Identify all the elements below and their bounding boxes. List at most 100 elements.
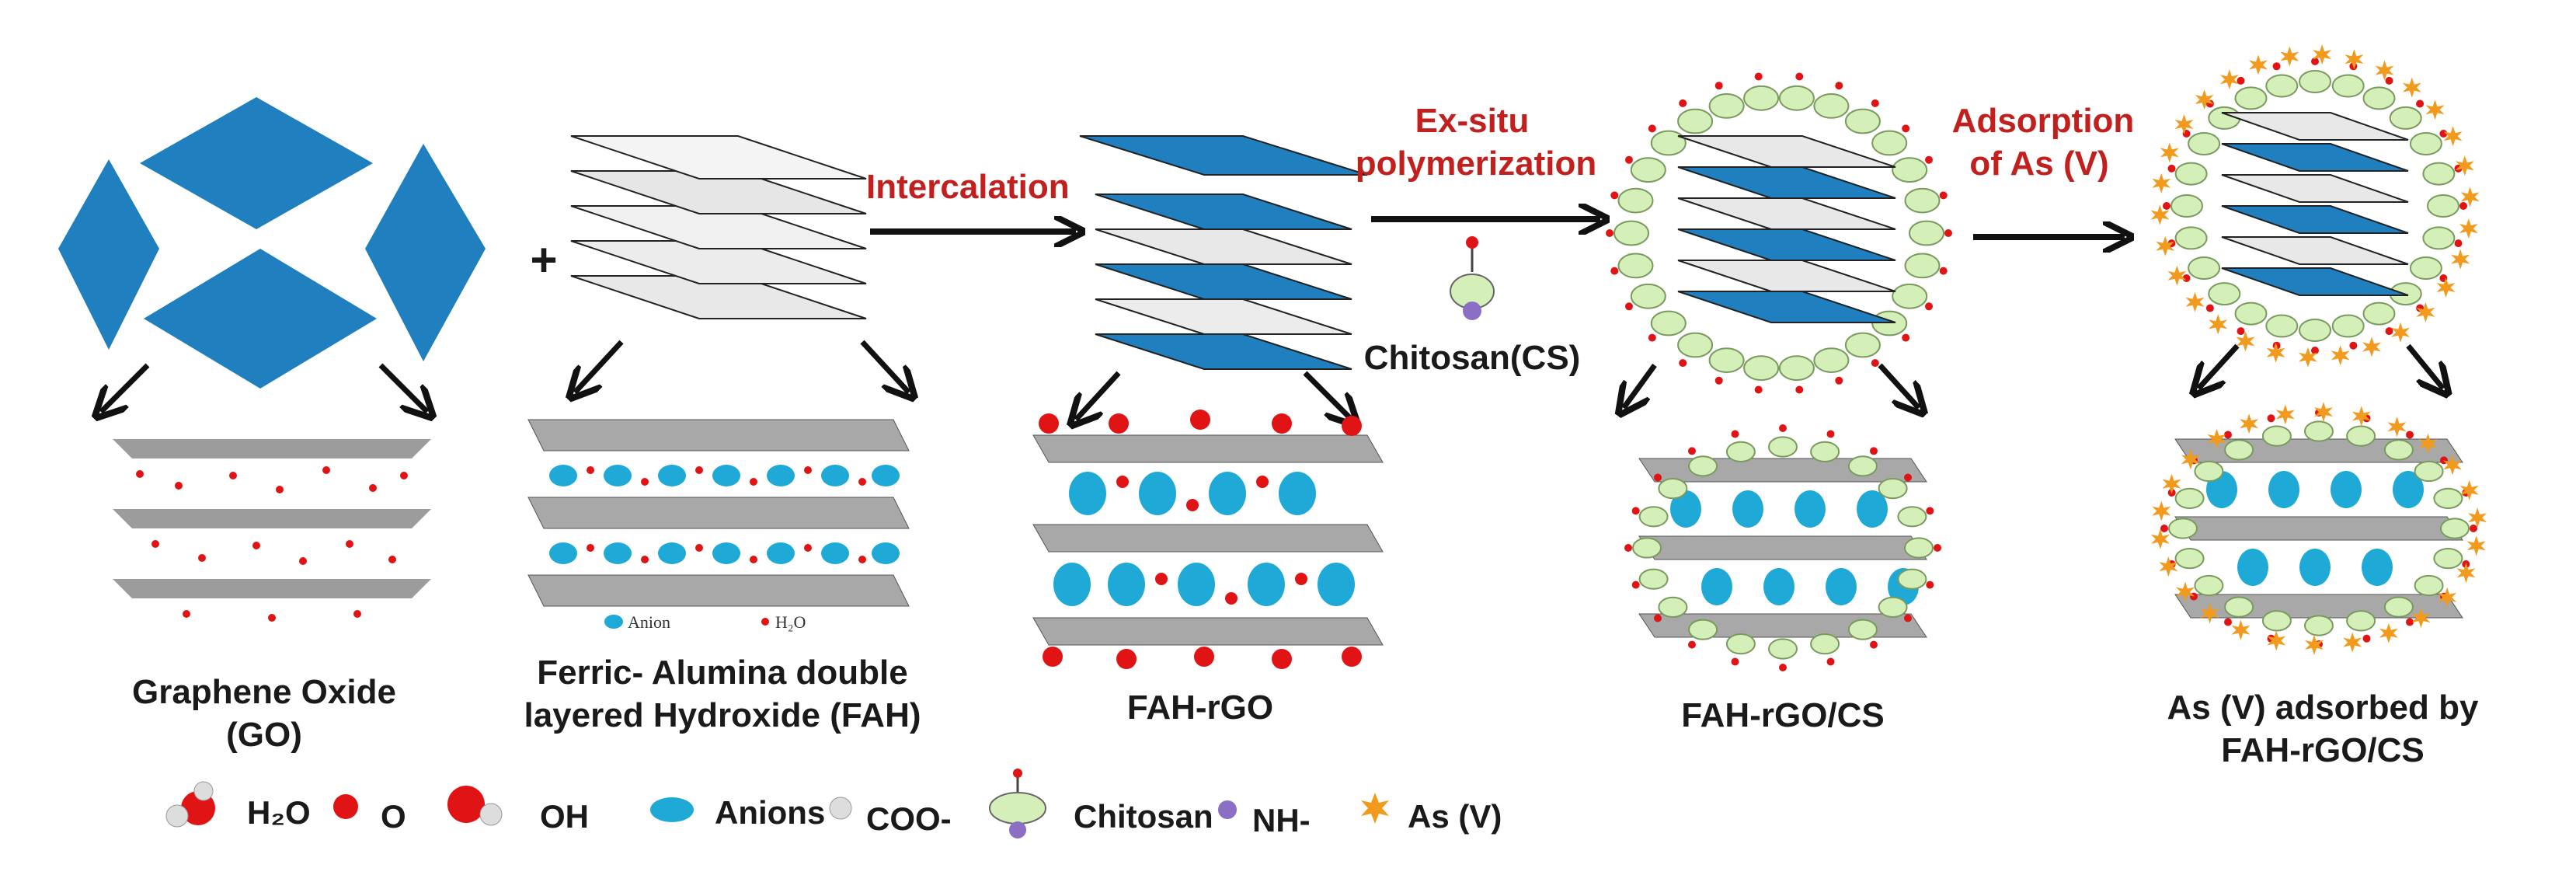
legend-h2o-label: H₂O bbox=[247, 794, 311, 831]
chitosan-bead-icon bbox=[2261, 425, 2292, 447]
arsenate-star-icon bbox=[2176, 581, 2195, 602]
arsenate-star-icon bbox=[2468, 507, 2487, 528]
arsenate-star-icon bbox=[2411, 608, 2431, 629]
fah-arrow-left-icon bbox=[575, 340, 624, 392]
caption-fah-line2: layered Hydroxide (FAH) bbox=[524, 696, 921, 734]
chitosan-bead-icon bbox=[1743, 85, 1780, 111]
chitosan-bead-icon bbox=[1844, 108, 1881, 134]
oxygen-dot-icon bbox=[2267, 414, 2275, 423]
chitosan-bead-icon bbox=[1632, 537, 1662, 559]
oxygen-dot-icon bbox=[1902, 333, 1910, 342]
chitosan-bead-icon bbox=[2414, 574, 2444, 597]
chitosan-bead-icon bbox=[1778, 355, 1815, 382]
oxygen-dot-icon bbox=[1925, 302, 1933, 311]
oxygen-dot-icon bbox=[1688, 640, 1696, 649]
as-adsorbed-layered-structure-icon bbox=[2150, 402, 2487, 655]
chitosan-bead-icon bbox=[1878, 596, 1908, 619]
oxygen-dot-icon bbox=[1625, 302, 1633, 311]
oxygen-dot-icon bbox=[2470, 525, 2477, 532]
go-arrow-left-icon bbox=[101, 363, 150, 412]
oxygen-dot-icon bbox=[2160, 525, 2168, 532]
arsenate-star-icon bbox=[2162, 473, 2181, 494]
chitosan-bead-icon bbox=[1688, 455, 1718, 477]
chitosan-bead-icon bbox=[1768, 638, 1798, 660]
fah-rgo-arrow-left-icon bbox=[1076, 371, 1121, 420]
fah-rgo-arrow-right-icon bbox=[1303, 371, 1352, 420]
arsenate-star-icon bbox=[2280, 46, 2299, 67]
chitosan-bead-icon bbox=[1892, 283, 1928, 309]
chitosan-bead-icon bbox=[2234, 86, 2268, 110]
oxygen-dot-icon bbox=[2459, 202, 2467, 210]
oxygen-dot-icon bbox=[1826, 430, 1835, 438]
chitosan-bead-icon bbox=[1904, 253, 1941, 279]
chitosan-bead-icon bbox=[2224, 439, 2254, 461]
arsenate-star-icon bbox=[2249, 54, 2268, 75]
oxygen-dot-icon bbox=[1648, 333, 1656, 342]
chitosan-bead-icon bbox=[2265, 314, 2299, 338]
legend-anion-icon bbox=[650, 797, 694, 822]
arsenate-star-icon bbox=[2362, 336, 2381, 357]
legend-nh-label: NH- bbox=[1252, 802, 1311, 838]
oxygen-dot-icon bbox=[1610, 191, 1619, 200]
arsenate-star-icon bbox=[2236, 331, 2255, 352]
arsenate-star-icon bbox=[2200, 603, 2219, 624]
oxygen-dot-icon bbox=[1902, 124, 1910, 133]
oxygen-dot-icon bbox=[1714, 82, 1723, 90]
legend-oh-icon bbox=[447, 786, 503, 826]
chitosan-bead-icon bbox=[1617, 253, 1654, 279]
step-adsorption-line1: Adsorption bbox=[1952, 102, 2135, 140]
chitosan-bead-icon bbox=[2422, 226, 2456, 250]
legend-anions-label: Anions bbox=[715, 794, 825, 831]
oxygen-dot-icon bbox=[2349, 341, 2358, 350]
chitosan-bead-icon bbox=[2299, 319, 2331, 342]
arsenate-star-icon bbox=[2313, 44, 2332, 65]
chitosan-bead-icon bbox=[1650, 130, 1687, 156]
arsenate-star-icon bbox=[2451, 249, 2470, 270]
arsenate-star-icon bbox=[2466, 535, 2486, 556]
chitosan-bead-icon bbox=[2362, 302, 2396, 326]
fah-rgo-layered-structure-icon bbox=[1032, 410, 1384, 669]
oxygen-dot-icon bbox=[2439, 130, 2448, 138]
adsorbed-arrow-left-icon bbox=[2198, 343, 2240, 389]
oxygen-dot-icon bbox=[1795, 385, 1804, 394]
chitosan-bead-icon bbox=[2409, 132, 2442, 155]
legend-coo-label: COO- bbox=[866, 800, 952, 837]
oxygen-dot-icon bbox=[1826, 657, 1835, 666]
chitosan-bead-icon bbox=[2234, 302, 2268, 326]
arsenate-star-icon bbox=[2305, 634, 2324, 655]
caption-adsorbed-line1: As (V) adsorbed by bbox=[2167, 689, 2479, 727]
oxygen-dot-icon bbox=[1870, 447, 1878, 455]
chitosan-bead-icon bbox=[1658, 596, 1688, 619]
chitosan-bead-icon bbox=[1708, 347, 1745, 374]
chitosan-bead-icon bbox=[1778, 85, 1815, 111]
arsenate-star-icon bbox=[2219, 69, 2239, 90]
go-layered-structure-icon bbox=[113, 439, 431, 622]
fah-layer-stack-icon bbox=[570, 135, 867, 319]
chitosan-bead-icon bbox=[2174, 487, 2205, 510]
oxygen-dot-icon bbox=[1904, 473, 1912, 482]
oxygen-dot-icon bbox=[1606, 229, 1613, 237]
oxygen-dot-icon bbox=[1654, 614, 1662, 622]
chitosan-bead-icon bbox=[1677, 108, 1714, 134]
oxygen-dot-icon bbox=[2237, 327, 2245, 336]
oxygen-dot-icon bbox=[2406, 431, 2414, 439]
chitosan-bead-icon bbox=[1897, 568, 1927, 590]
legend-o-label: O bbox=[381, 798, 406, 835]
plus-sign: + bbox=[530, 234, 557, 286]
chitosan-bead-icon bbox=[2427, 194, 2459, 218]
chitosan-bead-icon bbox=[1638, 506, 1669, 528]
oxygen-dot-icon bbox=[1944, 229, 1952, 237]
chitosan-bead-icon bbox=[1847, 619, 1878, 640]
chitosan-bead-icon bbox=[2409, 256, 2442, 280]
arsenate-star-icon bbox=[2443, 455, 2462, 476]
legend-nh-icon bbox=[1218, 800, 1237, 819]
arsenate-star-icon bbox=[2159, 556, 2178, 577]
chitosan-bead-icon bbox=[2362, 86, 2396, 110]
oxygen-dot-icon bbox=[1688, 447, 1696, 455]
chitosan-bead-icon bbox=[1708, 92, 1745, 119]
oxygen-dot-icon bbox=[2237, 76, 2245, 85]
fah-arrow-right-icon bbox=[860, 340, 909, 392]
chitosan-bead-icon bbox=[2188, 256, 2221, 280]
arsenate-star-icon bbox=[2275, 404, 2295, 425]
